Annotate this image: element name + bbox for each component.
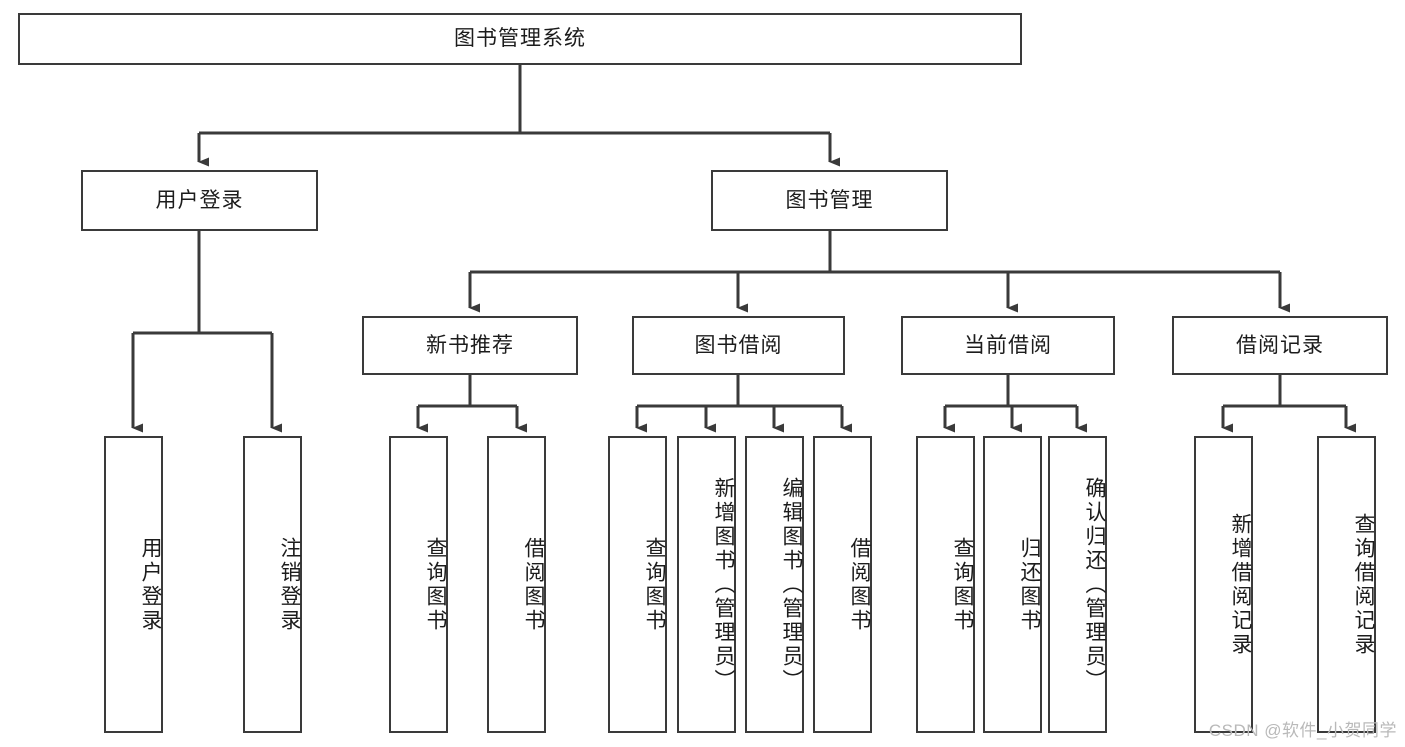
node-leaf-user-login-label: 用户登录 xyxy=(139,536,162,633)
node-leaf-current-return-book-label: 归还图书 xyxy=(1018,536,1041,633)
node-leaf-borrow-lend-book-label: 借阅图书 xyxy=(848,536,871,633)
node-leaf-user-logout-label: 注销登录 xyxy=(278,536,301,633)
node-leaf-current-query-book[interactable]: 查询图书 xyxy=(916,436,975,733)
node-leaf-user-login[interactable]: 用户登录 xyxy=(104,436,163,733)
node-leaf-record-query[interactable]: 查询借阅记录 xyxy=(1317,436,1376,733)
node-leaf-current-return-book[interactable]: 归还图书 xyxy=(983,436,1042,733)
node-leaf-record-add-label: 新增借阅记录 xyxy=(1229,512,1252,657)
node-user-login[interactable]: 用户登录 xyxy=(81,170,318,231)
node-user-login-label: 用户登录 xyxy=(155,188,244,212)
node-book-manage-label: 图书管理 xyxy=(785,188,874,212)
node-borrow-record[interactable]: 借阅记录 xyxy=(1172,316,1388,375)
node-leaf-borrow-add-book-label: 新增图书（管理员） xyxy=(712,476,735,693)
node-leaf-recommend-query-book-label: 查询图书 xyxy=(424,536,447,633)
node-leaf-recommend-query-book[interactable]: 查询图书 xyxy=(389,436,448,733)
node-leaf-record-add[interactable]: 新增借阅记录 xyxy=(1194,436,1253,733)
node-leaf-user-logout[interactable]: 注销登录 xyxy=(243,436,302,733)
node-leaf-current-confirm-return[interactable]: 确认归还（管理员） xyxy=(1048,436,1107,733)
node-current-borrow[interactable]: 当前借阅 xyxy=(901,316,1115,375)
node-leaf-current-query-book-label: 查询图书 xyxy=(951,536,974,633)
node-root[interactable]: 图书管理系统 xyxy=(18,13,1022,65)
node-leaf-borrow-query-book-label: 查询图书 xyxy=(643,536,666,633)
node-leaf-borrow-edit-book[interactable]: 编辑图书（管理员） xyxy=(745,436,804,733)
node-book-borrow[interactable]: 图书借阅 xyxy=(632,316,845,375)
node-leaf-borrow-query-book[interactable]: 查询图书 xyxy=(608,436,667,733)
node-new-book-recommend-label: 新书推荐 xyxy=(426,333,514,357)
node-borrow-record-label: 借阅记录 xyxy=(1236,333,1324,357)
node-book-borrow-label: 图书借阅 xyxy=(694,333,783,357)
node-leaf-recommend-borrow-book[interactable]: 借阅图书 xyxy=(487,436,546,733)
node-leaf-borrow-add-book[interactable]: 新增图书（管理员） xyxy=(677,436,736,733)
node-leaf-recommend-borrow-book-label: 借阅图书 xyxy=(522,536,545,633)
csdn-watermark: CSDN @软件_小贺同学 xyxy=(1208,721,1397,740)
node-leaf-record-query-label: 查询借阅记录 xyxy=(1352,512,1375,657)
node-root-label: 图书管理系统 xyxy=(454,27,586,51)
node-new-book-recommend[interactable]: 新书推荐 xyxy=(362,316,578,375)
node-book-manage[interactable]: 图书管理 xyxy=(711,170,948,231)
node-leaf-current-confirm-return-label: 确认归还（管理员） xyxy=(1083,476,1106,693)
node-leaf-borrow-edit-book-label: 编辑图书（管理员） xyxy=(780,476,803,693)
node-leaf-borrow-lend-book[interactable]: 借阅图书 xyxy=(813,436,872,733)
node-current-borrow-label: 当前借阅 xyxy=(964,333,1052,357)
